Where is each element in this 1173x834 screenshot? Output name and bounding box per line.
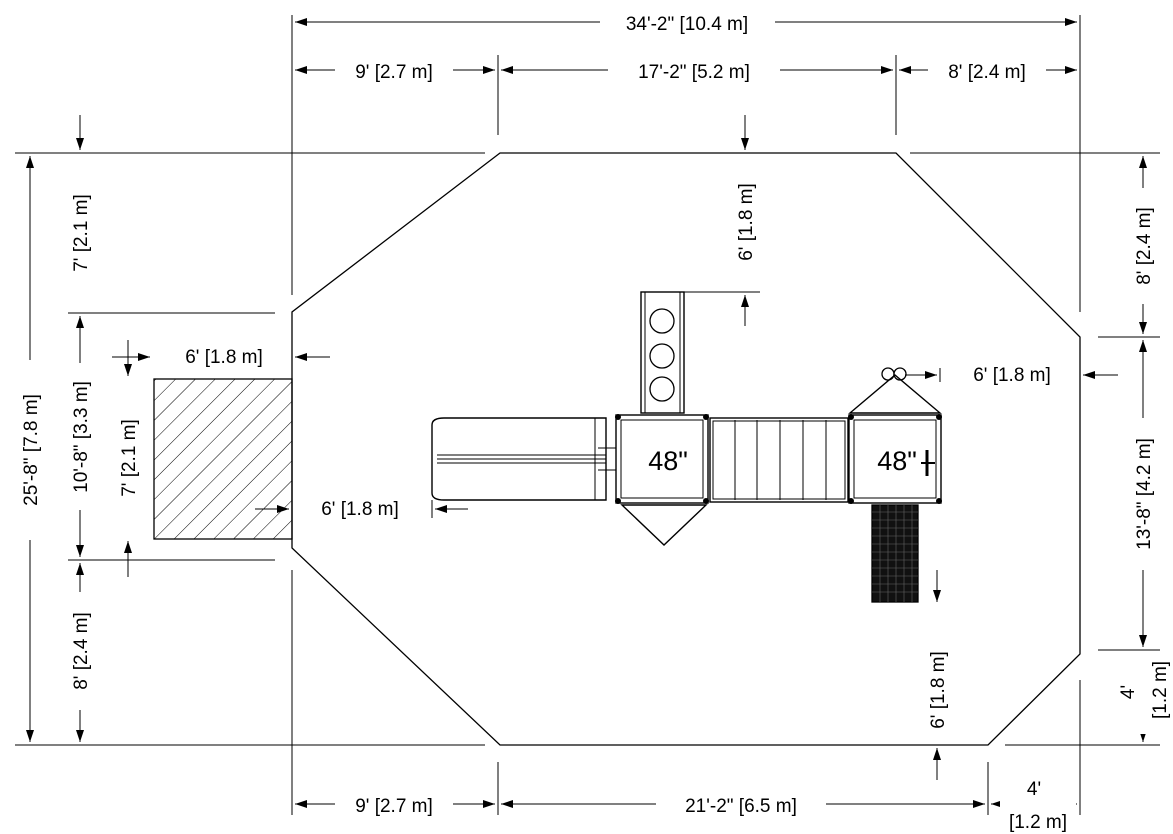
climbing-wall (640, 291, 685, 414)
box-height-label: 7' [2.1 m] (119, 419, 140, 497)
left-lower-label: 8' [2.4 m] (71, 612, 92, 690)
left-upper-label: 7' [2.1 m] (71, 194, 92, 272)
deck-right-height-label: 48" (877, 446, 917, 476)
extension-lines (15, 15, 1160, 815)
dimension-left-upper: 7' [2.1 m] (71, 115, 92, 272)
right-clearance-label: 6' [1.8 m] (973, 365, 1051, 386)
bottom-middle-label: 21'-2" [6.5 m] (685, 796, 797, 817)
total-height-label: 25'-8" [7.8 m] (21, 394, 42, 506)
hatched-zone (153, 378, 293, 540)
right-lower-ft-label: 4' (1118, 685, 1139, 699)
bridge (709, 417, 849, 503)
dimension-top-middle: 17'-2" [5.2 m] (501, 58, 893, 84)
stairs (871, 504, 919, 603)
bottom-right-m-label: [1.2 m] (1009, 812, 1067, 833)
dimension-total-height: 25'-8" [7.8 m] (17, 156, 43, 742)
dimension-right-lower: 4' [1.2 m] (1118, 652, 1171, 742)
double-slide (431, 417, 620, 501)
dimension-left-lower: 8' [2.4 m] (67, 563, 93, 742)
dimension-bottom-clearance: 6' [1.8 m] (928, 570, 949, 780)
right-upper-label: 8' [2.4 m] (1134, 207, 1155, 285)
slide-clearance-label: 6' [1.8 m] (321, 499, 399, 520)
dimension-right-middle: 13'-8" [4.2 m] (1130, 340, 1156, 647)
right-middle-label: 13'-8" [4.2 m] (1134, 438, 1155, 550)
dimension-left-middle: 10'-8" [3.3 m] (67, 316, 93, 557)
bottom-clearance-label: 6' [1.8 m] (928, 651, 949, 729)
top-right-label: 8' [2.4 m] (948, 62, 1026, 83)
top-left-label: 9' [2.7 m] (355, 62, 433, 83)
top-middle-label: 17'-2" [5.2 m] (638, 62, 750, 83)
dimension-bottom-right: 4' [1.2 m] (991, 779, 1077, 833)
total-width-label: 34'-2" [10.4 m] (626, 14, 748, 35)
play-structure: 48" 48" (431, 291, 942, 603)
box-clearance-label: 6' [1.8 m] (185, 347, 263, 368)
right-lower-m-label: [1.2 m] (1150, 661, 1171, 719)
deck-right: 48" (848, 367, 942, 504)
dimension-top-right: 8' [2.4 m] (899, 58, 1077, 84)
dimension-right-upper: 8' [2.4 m] (1130, 156, 1156, 334)
bottom-left-label: 9' [2.7 m] (355, 796, 433, 817)
dimension-box-clearance: 6' [1.8 m] (112, 347, 330, 368)
dimension-right-clearance: 6' [1.8 m] (905, 365, 1118, 386)
deck-left: 48" (615, 414, 709, 546)
dimension-total-width: 34'-2" [10.4 m] (295, 10, 1077, 36)
bottom-right-ft-label: 4' (1027, 779, 1041, 800)
top-clearance-label: 6' [1.8 m] (736, 183, 757, 261)
deck-left-height-label: 48" (648, 446, 688, 476)
dimension-box-height: 7' [2.1 m] (119, 340, 140, 577)
dimension-bottom-middle: 21'-2" [6.5 m] (501, 792, 985, 818)
dimension-top-left: 9' [2.7 m] (295, 58, 495, 84)
dimension-top-clearance: 6' [1.8 m] (684, 115, 760, 326)
dimension-bottom-left: 9' [2.7 m] (295, 792, 495, 818)
left-middle-label: 10'-8" [3.3 m] (71, 381, 92, 493)
